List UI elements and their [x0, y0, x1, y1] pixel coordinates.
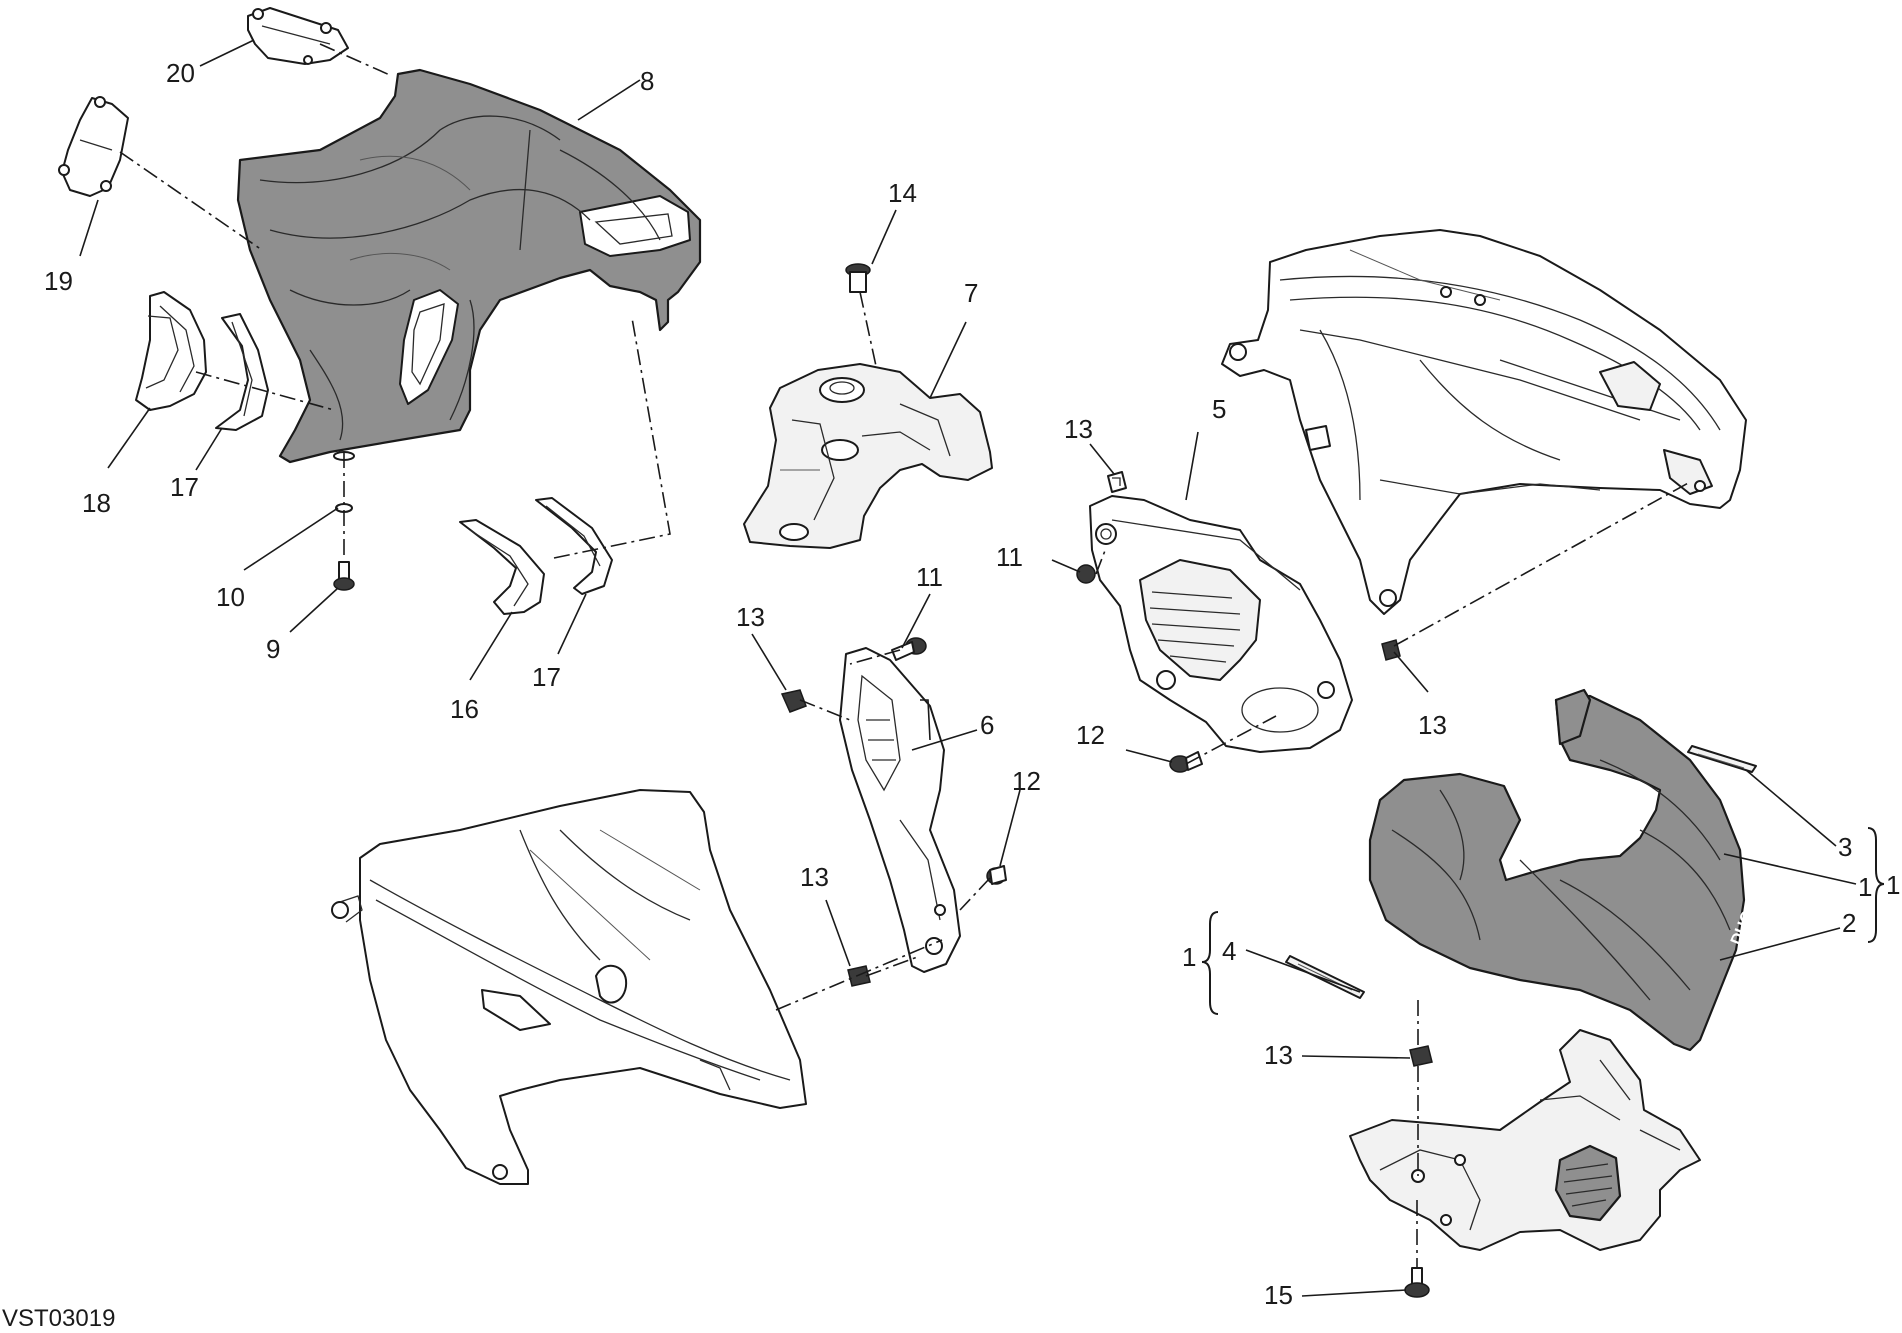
part-17-trim-right [535, 497, 613, 595]
callout-13-low: 13 [800, 862, 829, 892]
drawing-code: VST03019 [2, 1305, 115, 1332]
part-13-clip-mid [780, 689, 807, 713]
callout-13-right: 13 [1418, 710, 1447, 740]
part-6-inner-panel [839, 647, 961, 973]
callout-18: 18 [82, 488, 111, 518]
callout-11-left: 11 [996, 542, 1023, 572]
part-12-screw-right [1169, 751, 1203, 773]
callout-1-left: 1 [1182, 942, 1196, 972]
callout-13-mid: 13 [736, 602, 765, 632]
callout-1-right: 1 [1886, 870, 1900, 900]
callout-14: 14 [888, 178, 917, 208]
upper-fairing [1221, 229, 1747, 615]
leader-lines [79, 39, 1857, 1297]
callout-3: 3 [1838, 832, 1852, 862]
callout-11-top: 11 [916, 562, 943, 592]
callout-16: 16 [450, 694, 479, 724]
callout-13-top: 13 [1064, 414, 1093, 444]
part-12-screw-mid [986, 865, 1007, 885]
callout-8: 8 [640, 66, 654, 96]
headlight-bracket [1349, 1029, 1701, 1251]
callout-12-right: 12 [1076, 720, 1105, 750]
part-17-strip-left [215, 313, 269, 431]
callout-20: 20 [166, 58, 195, 88]
lower-fairing-left [331, 789, 807, 1185]
part-14-screw [845, 263, 871, 293]
part-4-strip [1285, 955, 1365, 999]
callout-1-right-inner: 1 [1858, 872, 1872, 902]
part-9-screw [333, 561, 355, 591]
part-18-pad [135, 291, 207, 411]
callout-12-mid: 12 [1012, 766, 1041, 796]
callout-4: 4 [1222, 936, 1236, 966]
part-15-screw [1404, 1267, 1430, 1298]
part-5-duct-panel [1089, 495, 1353, 753]
callout-labels: 20 19 8 18 17 10 9 16 17 14 7 11 13 6 12… [44, 58, 1900, 1310]
part-2-front-fairing: DUCATI [1368, 688, 1766, 1052]
part-16-trim [459, 519, 545, 615]
part-11-screw [891, 637, 927, 661]
part-8-side-panel [236, 68, 702, 464]
part-11-screw-left [1076, 564, 1096, 584]
callout-6: 6 [980, 710, 994, 740]
part-13-clip-bottom [1409, 1045, 1433, 1067]
callout-13-bottom: 13 [1264, 1040, 1293, 1070]
part-20-bracket [247, 7, 349, 65]
part-19-bracket [58, 96, 129, 197]
brace-right [1867, 827, 1885, 943]
callout-15: 15 [1264, 1280, 1293, 1310]
callout-9: 9 [266, 634, 280, 664]
callout-19: 19 [44, 266, 73, 296]
part-13-clip-low [847, 965, 871, 987]
callout-7: 7 [964, 278, 978, 308]
part-3-strip [1687, 745, 1757, 773]
callout-17-left: 17 [170, 472, 199, 502]
callout-2: 2 [1842, 908, 1856, 938]
callout-5: 5 [1212, 394, 1226, 424]
callout-17-right: 17 [532, 662, 561, 692]
part-13-clip-top [1107, 471, 1127, 493]
callout-10: 10 [216, 582, 245, 612]
assembly-lines [119, 43, 1691, 1268]
brace-left [1201, 911, 1219, 1015]
part-7-inner-bracket [743, 363, 993, 549]
